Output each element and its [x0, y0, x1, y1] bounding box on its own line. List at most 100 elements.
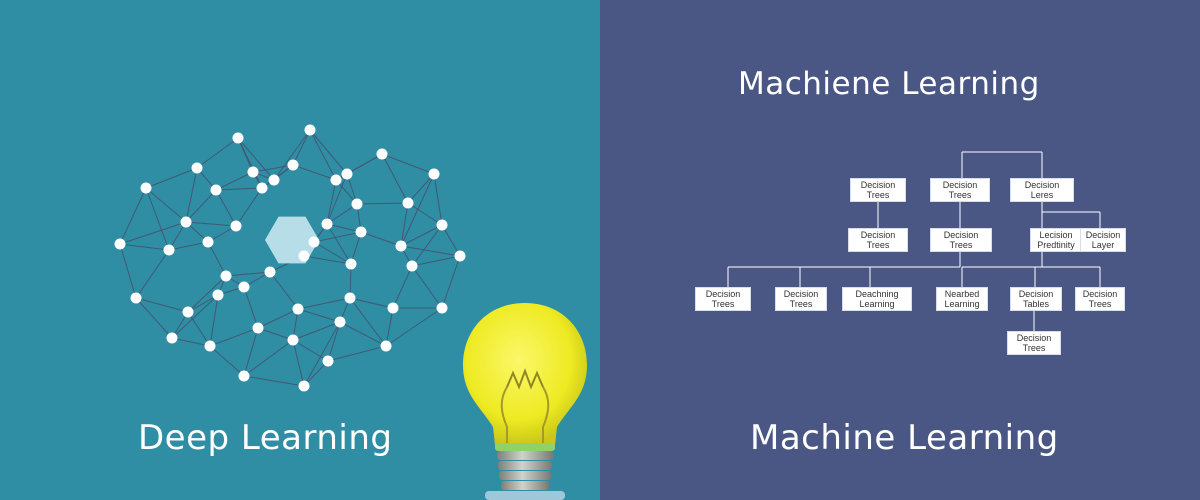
network-edge — [309, 129, 337, 181]
network-edge — [243, 375, 305, 387]
network-edge — [243, 327, 259, 377]
tree-node: Nearbed Learning — [936, 287, 988, 311]
tree-node: Decision Trees — [775, 287, 827, 311]
network-edge — [225, 271, 271, 277]
network-edge — [349, 297, 394, 309]
network-edge — [209, 345, 245, 377]
network-edge — [135, 297, 189, 313]
network-edge — [257, 308, 299, 329]
machine-learning-heading: Machiene Learning — [738, 66, 1040, 102]
tree-node: Decision Trees — [1075, 287, 1125, 311]
network-edge — [360, 231, 402, 247]
tree-node-label: Nearbed Learning — [944, 289, 980, 309]
network-edge — [135, 249, 170, 299]
network-node — [330, 174, 342, 186]
network-node — [202, 236, 214, 248]
network-edge — [392, 265, 413, 309]
network-node — [180, 216, 192, 228]
network-node — [304, 124, 316, 136]
network-edge — [257, 327, 294, 341]
network-edge — [119, 221, 187, 245]
network-edge — [400, 202, 409, 247]
network-edge — [185, 189, 217, 223]
network-node — [292, 303, 304, 315]
tree-node-label: Lecision Predtinity — [1037, 230, 1075, 250]
neural-network-icon — [114, 124, 466, 392]
network-edge — [119, 187, 147, 245]
tree-node: Decision Trees — [850, 178, 906, 202]
network-edge — [381, 153, 409, 204]
network-edge — [313, 241, 352, 265]
network-node — [376, 148, 388, 160]
network-edge — [400, 173, 435, 247]
tree-node-label: Decision Trees — [705, 289, 741, 309]
tree-node-label: Decision Leres — [1024, 180, 1060, 200]
network-node — [428, 168, 440, 180]
network-edge — [171, 294, 219, 339]
network-node — [163, 244, 175, 256]
network-node — [256, 182, 268, 194]
tree-node-label: Decision Trees — [783, 289, 819, 309]
machine-learning-title: Machine Learning — [750, 418, 1059, 458]
network-node — [402, 197, 414, 209]
network-edge — [356, 202, 409, 205]
network-edge — [215, 189, 237, 227]
network-edge — [196, 137, 239, 169]
network-node — [220, 270, 232, 282]
tree-node-label: Decision Trees — [942, 180, 978, 200]
network-edge — [313, 231, 362, 243]
network-node — [212, 289, 224, 301]
network-edge — [349, 263, 352, 299]
network-edge — [407, 173, 435, 204]
network-edge — [187, 275, 227, 313]
tree-node: Decision Trees — [930, 228, 992, 252]
network-node — [264, 266, 276, 278]
network-node — [130, 292, 142, 304]
tree-node-label: Decision Trees — [860, 230, 896, 250]
network-edge — [385, 307, 394, 347]
network-edge — [349, 297, 387, 347]
network-edge — [385, 307, 443, 347]
tree-node: Decision Layer — [1080, 228, 1126, 252]
network-node — [355, 226, 367, 238]
network-edge — [327, 321, 341, 362]
network-edge — [411, 224, 443, 267]
network-edge — [145, 187, 187, 223]
network-edge — [292, 321, 341, 341]
network-node — [238, 281, 250, 293]
network-edge — [269, 271, 299, 310]
network-edge — [243, 339, 294, 377]
tree-node: Decision Trees — [1007, 331, 1061, 355]
network-node — [230, 220, 242, 232]
tree-node: Decision Tables — [1010, 287, 1062, 311]
network-edge — [209, 294, 219, 347]
network-edge — [350, 231, 362, 265]
tree-node: Deachning Learning — [842, 287, 912, 311]
network-edge — [411, 265, 443, 309]
network-edge — [297, 297, 351, 310]
network-node — [298, 380, 310, 392]
network-node — [140, 182, 152, 194]
network-edge — [215, 187, 263, 191]
network-node — [210, 184, 222, 196]
network-edge — [327, 345, 387, 362]
network-edge — [171, 337, 211, 347]
network-edge — [185, 167, 198, 223]
network-node — [191, 162, 203, 174]
tree-node-label: Decision Layer — [1085, 230, 1121, 250]
network-edge — [326, 179, 337, 225]
network-edge — [326, 223, 362, 233]
network-node — [345, 258, 357, 270]
tree-node: Decision Trees — [695, 287, 751, 311]
network-node — [334, 316, 346, 328]
network-edge — [381, 153, 435, 175]
tree-node: Decision Trees — [930, 178, 990, 202]
network-edge — [187, 311, 211, 347]
network-edge — [207, 241, 227, 277]
tree-node-label: Deachning Learning — [855, 289, 899, 309]
network-edge — [273, 129, 311, 181]
network-node — [298, 250, 310, 262]
lightbulb-icon — [463, 303, 587, 500]
network-node — [436, 219, 448, 231]
decision-tree-connectors — [727, 151, 1101, 331]
